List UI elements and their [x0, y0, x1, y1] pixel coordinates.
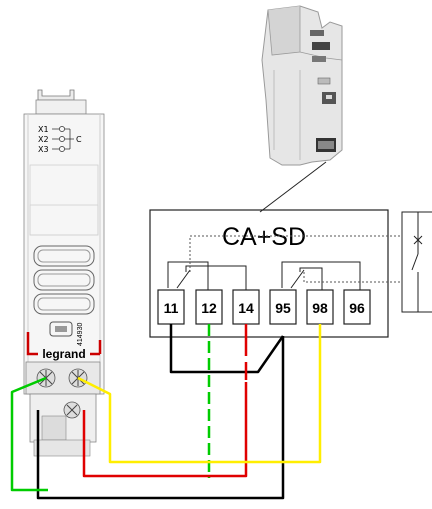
circuit-breaker: X1 X2 X3 C 414930 — [23, 89, 105, 457]
brand-accent-left — [26, 332, 38, 356]
terminal-11: 11 — [157, 289, 185, 325]
contact-linkage — [167, 261, 361, 290]
wire-red-14 — [82, 324, 248, 478]
terminal-12: 12 — [195, 289, 223, 325]
terminal-label: 12 — [201, 300, 217, 316]
wire-yellow-98 — [77, 324, 322, 464]
terminal-label: 11 — [164, 300, 179, 316]
ca-sd-module: CA+SD 11 12 14 95 — [149, 209, 402, 338]
brand-logo: legrand — [42, 347, 85, 361]
breaker-slots — [33, 245, 95, 315]
terminal-96: 96 — [343, 289, 371, 325]
wire-green-breaker — [10, 376, 48, 492]
terminal-label: 14 — [238, 300, 254, 316]
terminal-label: 95 — [275, 300, 291, 316]
aux-label-x2: X2 — [38, 135, 49, 144]
aux-label-x3: X3 — [38, 145, 49, 154]
aux-label-x1: X1 — [38, 125, 49, 134]
aux-terminal-labels: X1 X2 X3 C — [38, 125, 82, 154]
terminal-14: 14 — [232, 289, 260, 325]
terminal-label: 98 — [312, 300, 328, 316]
wire-black-95-breaker — [36, 336, 285, 500]
breaker-ref: 414930 — [77, 323, 84, 346]
leader-line — [259, 161, 327, 213]
terminal-98: 98 — [306, 289, 334, 325]
screw-terminal-bottom — [63, 401, 81, 419]
aux-contact-module-illustration — [261, 5, 343, 166]
mechanical-link-dotted — [189, 235, 402, 283]
aux-label-common: C — [76, 135, 82, 144]
breaker-symbol — [401, 211, 432, 313]
module-title: CA+SD — [222, 223, 306, 251]
wires — [10, 324, 322, 500]
terminal-label: 96 — [349, 300, 365, 316]
terminal-95: 95 — [269, 289, 297, 325]
wire-black-11-95 — [169, 324, 285, 374]
